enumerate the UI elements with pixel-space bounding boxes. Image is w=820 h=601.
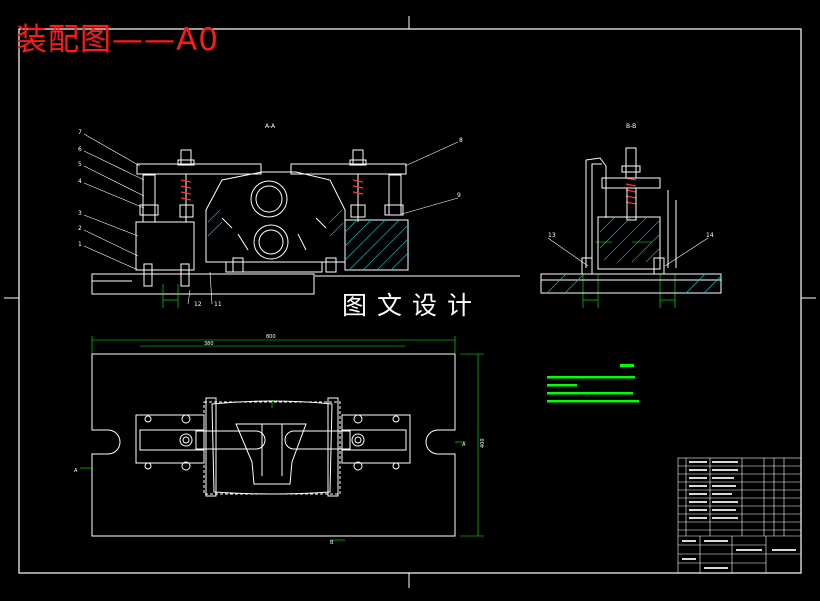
plan-dimensions (80, 336, 484, 541)
bore-upper (250, 180, 288, 218)
balloon-8: 8 (459, 137, 463, 144)
plan-dimension-text: 800 380 400 A A B (74, 334, 486, 546)
balloon-3: 3 (78, 210, 82, 217)
plan-lever-left (195, 430, 266, 450)
dim-plan-width: 800 (266, 334, 276, 340)
workpiece-housing (205, 171, 346, 263)
side-hatch (546, 216, 722, 294)
section-aa-label: A-A (265, 123, 276, 130)
clamp-lever-left (136, 163, 262, 175)
section-bb-label: B-B (626, 123, 636, 130)
balloon-labels: 7 6 5 4 3 2 1 8 9 12 11 13 14 (78, 129, 714, 308)
balloon-11: 11 (214, 301, 222, 308)
leader-lines (83, 133, 709, 305)
plan-lever-right (284, 430, 351, 450)
sheet-border (18, 28, 802, 574)
section-bb-view: B-B (540, 123, 722, 294)
thread-marks (180, 177, 637, 205)
title-block-text (682, 461, 796, 569)
side-clamp-arm (585, 157, 607, 268)
clamp-lever-right (290, 163, 407, 175)
support-block-left (135, 221, 195, 271)
balloon-14: 14 (706, 232, 714, 239)
plan-rail-left (135, 414, 205, 464)
balloon-6: 6 (78, 146, 82, 153)
dim-plan-height: 400 (480, 438, 486, 448)
balloon-12: 12 (194, 301, 202, 308)
bolt-group-left (139, 149, 195, 223)
balloon-2: 2 (78, 225, 82, 232)
plan-marker-right: A (462, 442, 466, 448)
plan-marker-bottom: B (330, 540, 334, 546)
section-hatch (207, 209, 409, 271)
balloon-4: 4 (78, 178, 82, 185)
bore-lower (253, 224, 289, 260)
plan-marker-left: A (74, 468, 78, 474)
balloon-5: 5 (78, 161, 82, 168)
dim-plan-inner: 380 (204, 341, 214, 347)
side-base-plate (540, 273, 722, 294)
base-plate (91, 273, 315, 295)
balloon-7: 7 (78, 129, 82, 136)
balloon-13: 13 (548, 232, 556, 239)
balloon-1: 1 (78, 241, 82, 248)
fit-annotations (162, 241, 676, 308)
watermark-text: 图文设计 (342, 291, 483, 320)
section-aa-view: A-A (91, 123, 520, 295)
plan-workpiece (203, 401, 341, 495)
technical-notes (547, 364, 639, 403)
plan-view (91, 353, 456, 537)
balloon-9: 9 (457, 192, 461, 199)
plan-base-plate (91, 353, 456, 537)
support-block-right (344, 219, 409, 271)
side-support-block (597, 216, 661, 270)
sheet-title: 装配图——A0 (16, 22, 219, 58)
bolt-group-right (349, 149, 404, 222)
title-block (677, 457, 802, 574)
